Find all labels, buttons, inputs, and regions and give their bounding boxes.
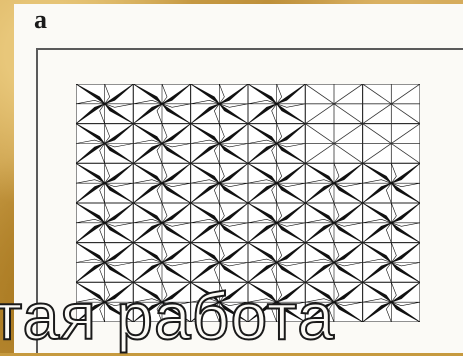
construction-lines <box>305 124 362 164</box>
construction-lines <box>363 84 420 124</box>
construction-lines <box>363 124 420 164</box>
construction-lines <box>305 84 362 124</box>
figure-label: a <box>34 5 47 35</box>
overlay-caption: тая работа <box>0 276 463 356</box>
